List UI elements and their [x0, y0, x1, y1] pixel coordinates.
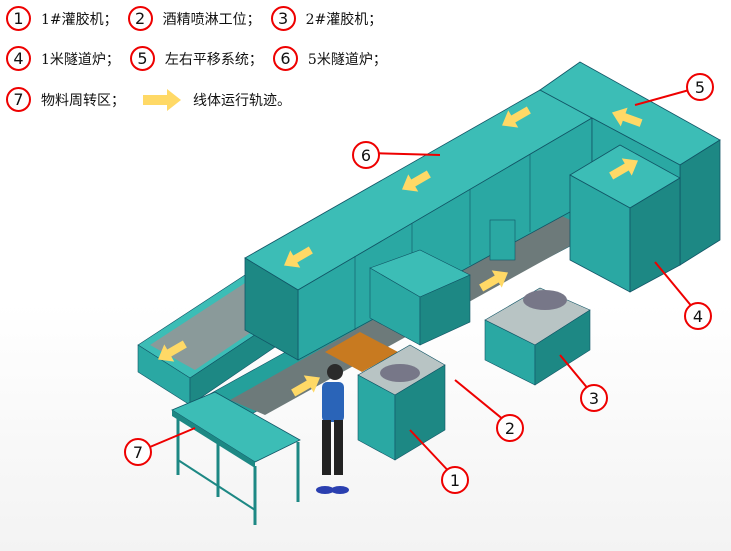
flow-arrow-icon — [402, 170, 431, 192]
arrow-legend-label: 线体运行轨迹。 — [193, 92, 291, 109]
legend-num: 4 — [6, 46, 31, 71]
legend-label: 左右平移系统； — [164, 51, 263, 68]
glue-machine-1 — [357, 344, 446, 461]
flow-arrow-icon — [502, 106, 531, 128]
callout-1: 1 — [441, 466, 469, 494]
legend-label: 1米隧道炉； — [41, 51, 120, 68]
legend-num: 7 — [6, 87, 31, 112]
legend-row-1: 1 1#灌胶机； 2 酒精喷淋工位； 3 2#灌胶机； — [6, 6, 392, 31]
callout-3: 3 — [580, 384, 608, 412]
legend-num: 6 — [272, 46, 298, 71]
legend-label: 2#灌胶机； — [305, 11, 383, 28]
glue-machine-2 — [484, 219, 591, 386]
material-turnover-table — [171, 391, 301, 525]
callout-2: 2 — [496, 414, 524, 442]
legend-label: 1#灌胶机； — [41, 11, 118, 28]
legend-num: 3 — [270, 6, 296, 31]
legend-row-3: 7 物料周转区； 线体运行轨迹。 — [6, 87, 301, 112]
flow-arrow-icon — [284, 246, 313, 268]
callout-6: 6 — [352, 141, 380, 169]
flow-arrow-icon — [479, 270, 508, 292]
operator-figure — [316, 364, 349, 494]
callout-7: 7 — [124, 438, 152, 466]
legend-num: 5 — [129, 46, 155, 71]
legend-label: 酒精喷淋工位； — [162, 11, 261, 28]
flow-arrow-icon — [609, 158, 638, 180]
callout-5: 5 — [686, 73, 714, 101]
flow-arrow-icon — [158, 340, 187, 362]
legend-label: 5米隧道炉； — [307, 51, 387, 68]
alcohol-spray-station — [325, 249, 471, 372]
legend-row-2: 4 1米隧道炉； 5 左右平移系统； 6 5米隧道炉； — [6, 46, 397, 71]
legend-num: 1 — [6, 6, 31, 31]
flow-arrow-icon — [611, 107, 643, 127]
flow-arrow-icon — [291, 375, 320, 397]
tunnel-oven-1m — [569, 144, 681, 293]
legend-num: 2 — [127, 6, 153, 31]
legend-label: 物料周转区； — [41, 92, 125, 109]
flow-arrows — [158, 106, 643, 397]
yellow-arrow-icon — [143, 88, 181, 111]
callout-4: 4 — [684, 302, 712, 330]
